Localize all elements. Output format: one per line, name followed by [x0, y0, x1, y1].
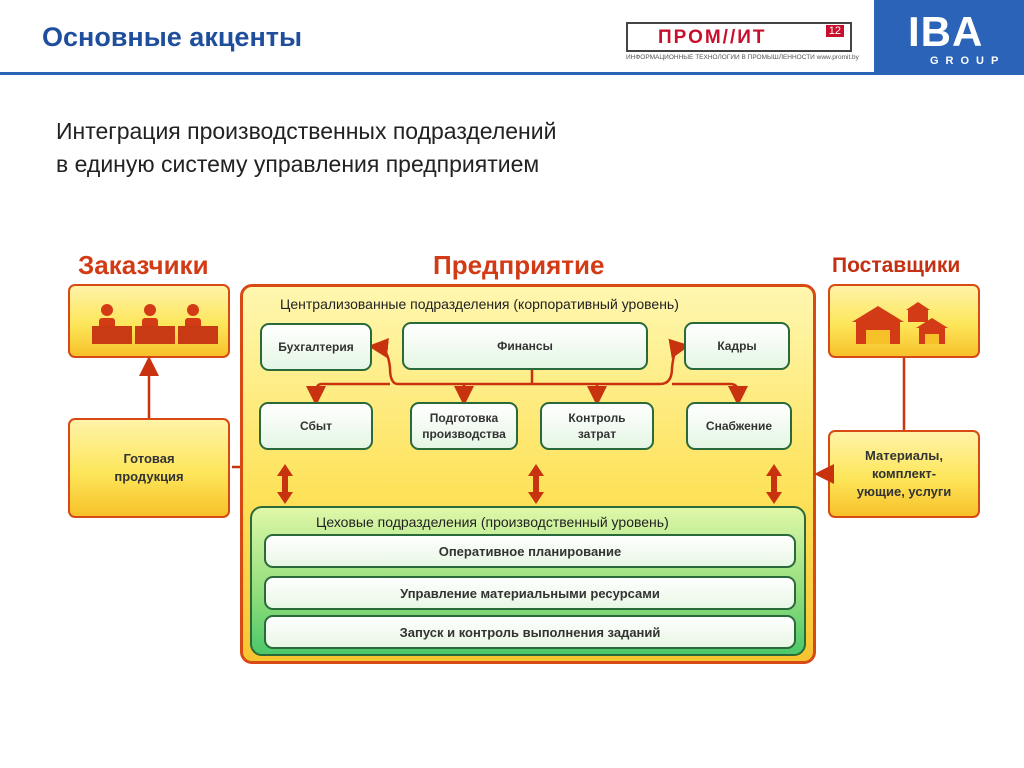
customers-box — [68, 284, 230, 358]
slide-subtitle: Интеграция производственных подразделени… — [56, 115, 556, 181]
node-production-prep: Подготовка производства — [410, 402, 518, 450]
materials-line-2: комплект- — [871, 466, 937, 481]
header-rule — [0, 72, 874, 75]
shop-units-title: Цеховые подразделения (производственный … — [316, 514, 669, 530]
materials-line-3: ующие, услуги — [856, 484, 952, 499]
cost-control-line-1: Контроль — [568, 411, 626, 425]
node-sales: Сбыт — [259, 402, 373, 450]
people-at-desks-icon — [92, 304, 218, 344]
enterprise-heading: Предприятие — [433, 250, 605, 280]
finished-products-label: Готовая продукция — [114, 450, 183, 486]
node-supply: Снабжение — [686, 402, 792, 450]
slide-title: Основные акценты — [42, 22, 303, 52]
materials-box: Материалы, комплект- ующие, услуги — [828, 430, 980, 518]
iba-group-logo: IBA GROUP — [874, 0, 1024, 75]
node-finance: Финансы — [402, 322, 648, 370]
promit-logo: ПРОМ//ИТ 12 ИНФОРМАЦИОННЫЕ ТЕХНОЛОГИИ В … — [626, 20, 859, 66]
subtitle-line-1: Интеграция производственных подразделени… — [56, 118, 557, 144]
shop-row-operational-planning: Оперативное планирование — [264, 534, 796, 568]
suppliers-box — [828, 284, 980, 358]
production-prep-line-1: Подготовка — [429, 411, 499, 425]
warehouses-icon — [852, 302, 948, 344]
iba-logo-group: GROUP — [930, 55, 1006, 67]
promit-logo-frame: ПРОМ//ИТ 12 — [626, 22, 852, 52]
suppliers-heading: Поставщики — [832, 254, 961, 277]
finished-products-line-1: Готовая — [123, 451, 175, 466]
shop-row-task-execution: Запуск и контроль выполнения заданий — [264, 615, 796, 649]
materials-label: Материалы, комплект- ующие, услуги — [857, 447, 952, 501]
finished-products-line-2: продукция — [114, 469, 184, 484]
cost-control-line-2: затрат — [577, 427, 617, 441]
subtitle-line-2: в единую систему управления предприятием — [56, 151, 540, 177]
node-hr: Кадры — [684, 322, 790, 370]
central-units-title: Централизованные подразделения (корпорат… — [280, 296, 679, 312]
customers-heading: Заказчики — [78, 250, 209, 280]
node-cost-control: Контроль затрат — [540, 402, 654, 450]
shop-row-material-resources: Управление материальными ресурсами — [264, 576, 796, 610]
promit-logo-year: 12 — [825, 25, 844, 37]
node-accounting: Бухгалтерия — [260, 323, 372, 371]
production-prep-line-2: производства — [422, 427, 506, 441]
materials-line-1: Материалы, — [865, 448, 943, 463]
iba-logo-word: IBA — [908, 8, 984, 55]
finished-products-box: Готовая продукция — [68, 418, 230, 518]
promit-logo-tagline: ИНФОРМАЦИОННЫЕ ТЕХНОЛОГИИ В ПРОМЫШЛЕННОС… — [626, 54, 859, 61]
promit-logo-word: ПРОМ//ИТ — [658, 27, 767, 48]
